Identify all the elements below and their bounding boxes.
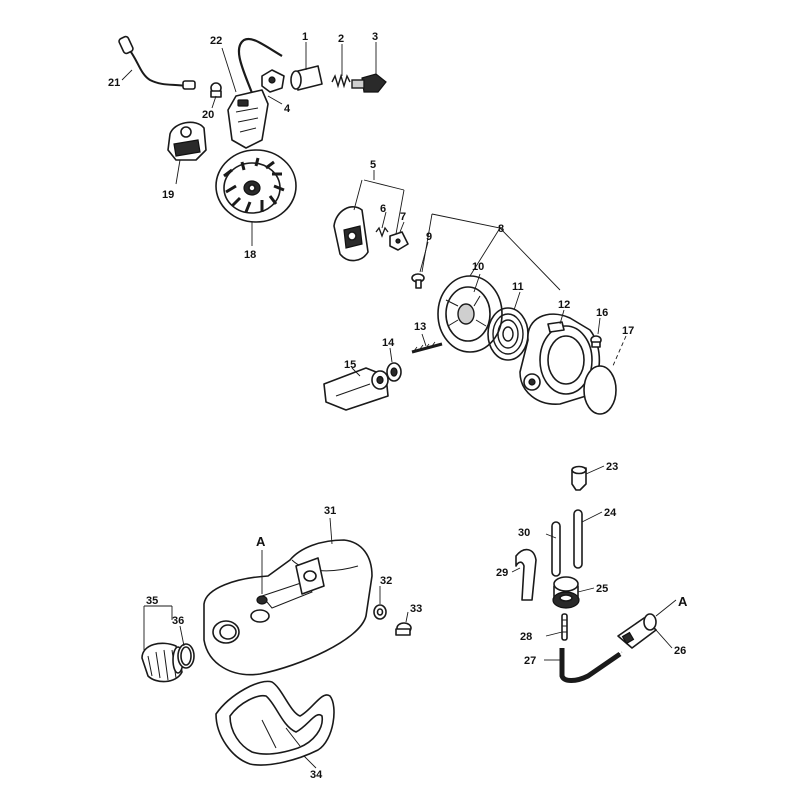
callout-16: 16 [596,307,608,319]
part-1-spark-plug-cap [290,65,323,91]
callout-7: 7 [400,211,406,223]
callout-26: 26 [674,645,686,657]
callout-33: 33 [410,603,422,615]
part-6-small-spring [375,226,389,238]
part-17-gasket [583,365,617,415]
callout-29: 29 [496,567,508,579]
callout-labels: 1 2 3 4 5 6 7 8 9 10 11 12 13 14 15 16 1… [108,31,688,781]
part-30-fuel-line [551,521,561,577]
callout-31: 31 [324,505,336,517]
part-34-support-frame [215,680,335,766]
callout-19: 19 [162,189,174,201]
part-36-cap-gasket [177,643,195,669]
part-9-screw [411,273,425,289]
callout-30: 30 [518,527,530,539]
part-29-elbow-hose [515,548,537,601]
part-19-ignition-module [167,121,207,161]
part-31-fuel-tank [203,539,373,676]
part-2-spring [331,73,351,89]
part-18-flywheel [215,149,297,223]
callout-18: 18 [244,249,256,261]
part-32-washer [373,604,387,620]
callout-12: 12 [558,299,570,311]
part-14-collar [386,362,402,382]
part-10-starter-pulley [437,275,503,353]
part-27-fuel-line-assembly [559,648,623,683]
part-12-starter-housing [519,313,601,405]
callout-2: 2 [338,33,344,45]
callout-34: 34 [310,769,323,781]
part-35-fuel-cap [141,642,184,683]
part-13-shaft [411,341,443,354]
part-20-screw [210,82,222,98]
part-28-valve-pin [561,613,568,641]
part-7-pawl [389,231,409,251]
callout-9: 9 [426,231,432,243]
callout-13: 13 [414,321,426,333]
part-22-ignition-coil [227,37,283,149]
callout-10: 10 [472,261,484,273]
callout-8: 8 [498,223,504,235]
callout-14: 14 [382,337,395,349]
callout-24: 24 [604,507,617,519]
part-16-screw [590,335,602,348]
part-23-fuel-filter [571,465,587,491]
callout-27: 27 [524,655,536,667]
callout-28: 28 [520,631,532,643]
callout-20: 20 [202,109,214,121]
callout-23: 23 [606,461,618,473]
callout-4: 4 [284,103,291,115]
callout-15: 15 [344,359,356,371]
callout-21: 21 [108,77,120,89]
callout-11: 11 [512,281,524,293]
callout-32: 32 [380,575,392,587]
connection-marker-tank: A [256,534,266,549]
part-21-ground-lead [118,35,196,90]
callout-22: 22 [210,35,222,47]
callout-25: 25 [596,583,608,595]
part-5-ratchet-plate [333,206,369,262]
callout-17: 17 [622,325,634,337]
callout-5: 5 [370,159,376,171]
connection-marker-line: A [678,594,688,609]
callout-3: 3 [372,31,378,43]
part-15-starter-handle [323,367,389,411]
part-24-fuel-line [573,509,583,569]
callout-35: 35 [146,595,158,607]
callout-1: 1 [302,31,308,43]
part-3-terminal [351,73,387,93]
callout-36: 36 [172,615,184,627]
part-25-grommet [552,576,580,609]
part-26-connector-fitting [617,613,657,649]
leader-lines [121,42,677,769]
part-4-plug-boot [261,69,285,93]
callout-6: 6 [380,203,386,215]
part-33-bolt [395,622,412,636]
